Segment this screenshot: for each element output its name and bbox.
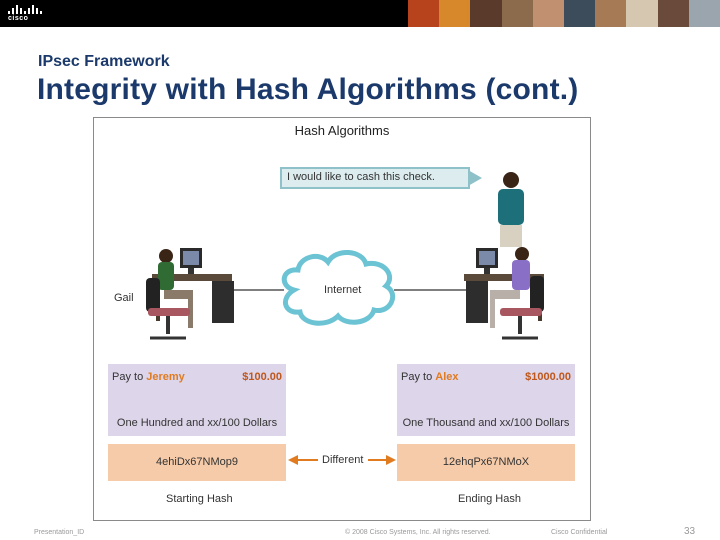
internet-label: Internet <box>324 284 362 296</box>
hash-value: 12ehqPx67NMoX <box>397 444 575 481</box>
starting-check: Pay to Jeremy $100.00 One Hundred and xx… <box>108 364 286 481</box>
hash-value: 4ehiDx67NMop9 <box>108 444 286 481</box>
check-amount: $100.00 <box>242 371 282 383</box>
amount-in-words: One Hundred and xx/100 Dollars <box>116 417 278 429</box>
slide-title: Integrity with Hash Algorithms (cont.) <box>37 73 579 106</box>
gail-desk-icon <box>146 248 234 340</box>
ending-check: Pay to Alex $1000.00 One Thousand and xx… <box>397 364 575 481</box>
footer-copyright: © 2008 Cisco Systems, Inc. All rights re… <box>345 529 491 536</box>
slide-subtitle: IPsec Framework <box>38 53 170 70</box>
alex-desk-icon <box>464 247 544 340</box>
top-banner: cisco <box>0 0 720 27</box>
pay-to-label: Pay to <box>112 371 144 383</box>
speech-bubble: I would like to cash this check. <box>280 167 470 189</box>
different-label: Different <box>322 454 364 466</box>
speech-bubble-tail <box>468 170 482 186</box>
standing-man-icon <box>498 172 524 247</box>
payee-name: Alex <box>435 371 459 383</box>
hash-algorithms-figure: Hash Algorithms <box>93 117 591 521</box>
gail-label: Gail <box>114 292 134 304</box>
footer-presentation-id: Presentation_ID <box>34 529 85 536</box>
different-arrows-icon <box>288 455 396 465</box>
footer-confidential: Cisco Confidential <box>551 529 608 536</box>
amount-in-words: One Thousand and xx/100 Dollars <box>402 417 570 429</box>
page-number: 33 <box>684 526 696 537</box>
check-body: Pay to Alex $1000.00 One Thousand and xx… <box>397 364 575 436</box>
cisco-logo-text: cisco <box>8 15 29 22</box>
payee-name: Jeremy <box>146 371 185 383</box>
pay-to-label: Pay to <box>401 371 433 383</box>
figure-title: Hash Algorithms <box>294 123 390 138</box>
internet-cloud-icon <box>281 250 396 326</box>
check-body: Pay to Jeremy $100.00 One Hundred and xx… <box>108 364 286 436</box>
pay-to-line: Pay to Alex <box>401 371 459 383</box>
starting-hash-caption: Starting Hash <box>166 493 233 505</box>
network-scene <box>146 172 544 465</box>
ending-hash-caption: Ending Hash <box>458 493 521 505</box>
header-photo-strip <box>408 0 720 27</box>
cisco-logo: cisco <box>8 4 42 24</box>
check-amount: $1000.00 <box>525 371 571 383</box>
pay-to-line: Pay to Jeremy <box>112 371 185 383</box>
